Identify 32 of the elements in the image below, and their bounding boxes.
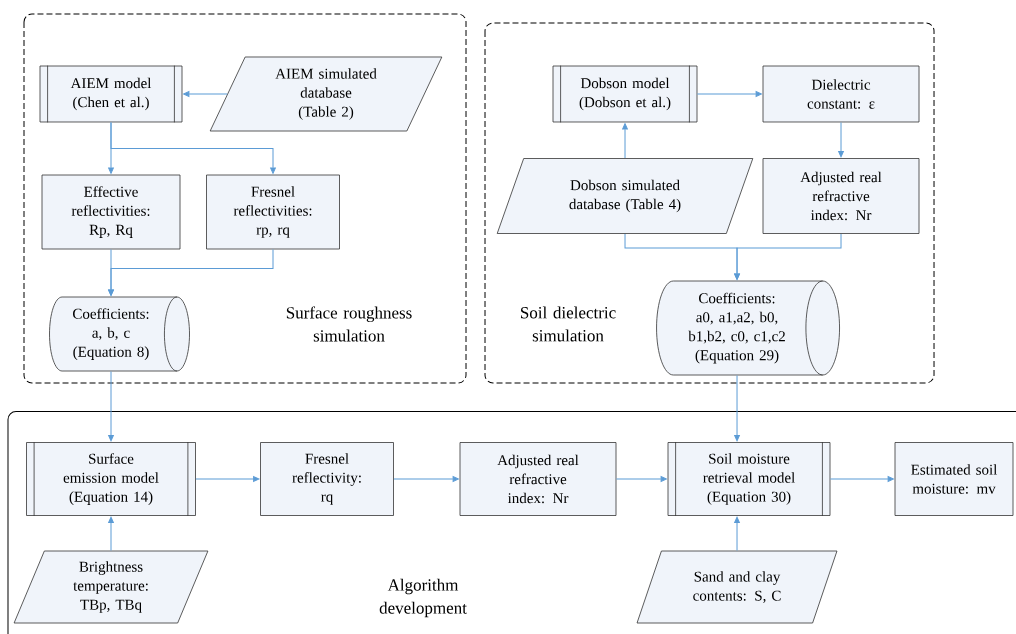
arrow	[195, 476, 260, 482]
arrow	[183, 91, 228, 97]
data-parallelogram: Brightness temperature: TBp, TBq	[13, 550, 209, 624]
data-parallelogram: Sand and clay contents: S, C	[636, 550, 838, 624]
data-parallelogram: Dobson simulated database (Table 4)	[496, 158, 754, 234]
arrow	[838, 121, 844, 158]
arrow	[110, 121, 276, 174]
arrow	[393, 476, 459, 482]
storage-cylinder: Coefficients: a0, a1,a2, b0, b1,b2, c0, c1,c2 (Equation 29)	[656, 280, 840, 376]
process-box: Dielectric constant: ε	[762, 65, 920, 123]
arrow	[108, 370, 114, 442]
arrow	[108, 248, 274, 296]
predefined-process-box: Surface emission model (Equation 14)	[26, 441, 196, 517]
arrow	[615, 476, 667, 482]
predefined-process-box: Soil moisture retrieval model (Equation 30)	[667, 441, 831, 517]
process-box: Fresnel reflectivity: rq	[260, 442, 394, 516]
process-box: Fresnel reflectivities: rp, rq	[206, 174, 340, 250]
process-box: Adjusted real refractive index: Nr	[459, 442, 617, 516]
predefined-process-box: AIEM model (Chen et al.)	[39, 65, 183, 123]
process-box: Effective reflectivities: Rp, Rq	[41, 174, 181, 250]
storage-cylinder: Coefficients: a, b, c (Equation 8)	[49, 296, 190, 372]
arrow	[734, 233, 842, 280]
process-box: Estimated soil moisture: mv	[894, 442, 1014, 516]
process-box: Adjusted real refractive index: Nr	[762, 158, 920, 234]
arrow	[734, 516, 740, 552]
arrow	[734, 374, 740, 442]
arrow	[829, 476, 894, 482]
arrow	[622, 123, 628, 159]
predefined-process-box: Dobson model (Dobson et al.)	[552, 65, 698, 123]
arrow	[696, 91, 762, 97]
data-parallelogram: AIEM simulated database (Table 2)	[209, 56, 443, 132]
arrow	[108, 516, 114, 552]
